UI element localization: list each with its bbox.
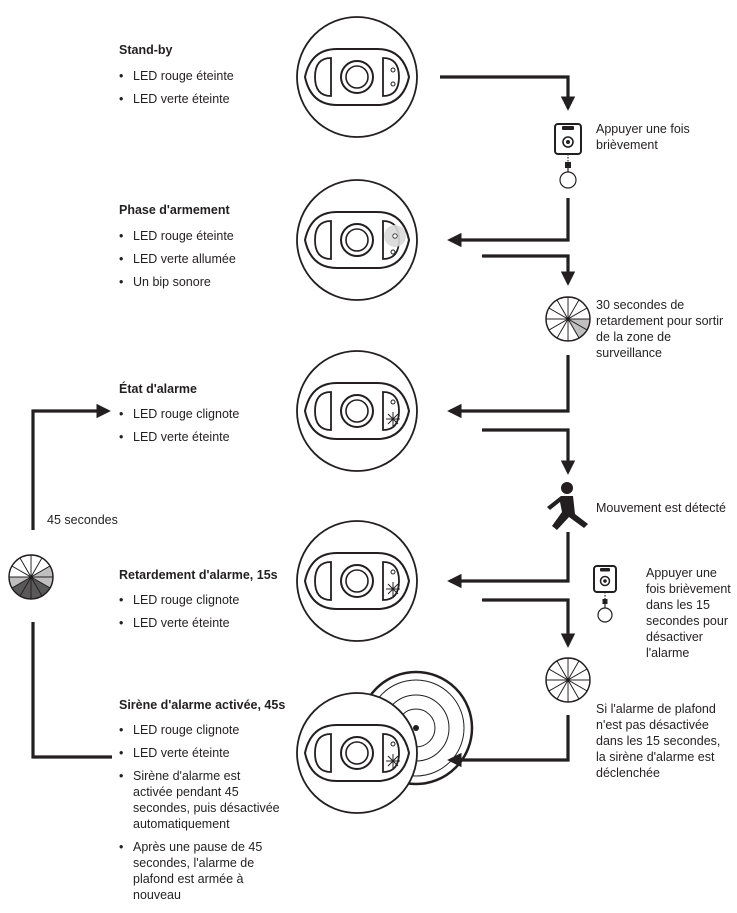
arrow-timer-to-alarm-state <box>447 355 570 419</box>
note-delay-30: 30 secondes de retardement pour sortir d… <box>596 298 724 360</box>
state-bullets-arming: LED rouge éteinte LED verte allumée Un b… <box>119 228 236 297</box>
state-title-siren: Sirène d'alarme activée, 45s <box>119 698 286 712</box>
remote-key-fob-icon <box>554 123 582 189</box>
arrow-timer15-to-siren <box>447 715 570 768</box>
state-bullets-alarm: LED rouge clignote LED verte éteinte <box>119 406 239 452</box>
state-title-delay: Retardement d'alarme, 15s <box>119 568 278 582</box>
device-siren-icon <box>296 692 418 814</box>
state-title-alarm: État d'alarme <box>119 382 198 396</box>
bullet-item: Un bip sonore <box>119 274 236 290</box>
device-delay-icon <box>296 520 418 642</box>
arrow-arming-to-timer <box>482 254 576 286</box>
bullet-item: Après une pause de 45 secondes, l'alarme… <box>119 839 283 903</box>
timer-pie-icon-45s <box>8 554 54 600</box>
note-not-disabled: Si l'alarme de plafond n'est pas désacti… <box>596 702 721 780</box>
note-movement: Mouvement est détecté <box>596 501 726 515</box>
bullet-item: LED verte éteinte <box>119 91 234 107</box>
timer-pie-icon-15s <box>545 657 591 703</box>
arrow-movement-to-delay <box>447 532 570 589</box>
state-bullets-standby: LED rouge éteinte LED verte éteinte <box>119 68 234 114</box>
timer-outline <box>545 296 591 342</box>
arrow-standby-to-remote <box>440 75 576 111</box>
bullet-item: LED rouge éteinte <box>119 228 236 244</box>
bullet-item: LED verte éteinte <box>119 429 239 445</box>
bullet-item: LED verte allumée <box>119 251 236 267</box>
loop-line-bottom <box>31 622 112 759</box>
loop-label-45: 45 secondes <box>47 513 118 527</box>
state-title-standby: Stand-by <box>119 43 173 57</box>
arrow-remote-to-arming <box>447 198 570 248</box>
bullet-item: LED rouge clignote <box>119 722 283 738</box>
walking-person-icon <box>547 482 588 530</box>
device-alarm-state-icon <box>296 350 418 472</box>
timer-outline <box>545 657 591 703</box>
device-standby-icon <box>296 16 418 138</box>
bullet-item: LED rouge clignote <box>119 406 239 422</box>
bullet-item: Sirène d'alarme est activée pendant 45 s… <box>119 768 283 832</box>
bullet-item: LED rouge clignote <box>119 592 239 608</box>
arrow-alarm-to-movement <box>482 428 576 475</box>
timer-outline <box>8 554 54 600</box>
note-press-15: Appuyer une fois brièvement dans les 15 … <box>646 566 731 660</box>
state-bullets-delay: LED rouge clignote LED verte éteinte <box>119 592 239 638</box>
bullet-item: LED rouge éteinte <box>119 68 234 84</box>
arrow-delay-to-timer15 <box>482 598 576 648</box>
state-title-arming: Phase d'armement <box>119 203 230 217</box>
bullet-item: LED verte éteinte <box>119 745 283 761</box>
device-arming-icon <box>296 179 418 301</box>
bullet-item: LED verte éteinte <box>119 615 239 631</box>
remote-key-fob-icon-2 <box>593 565 617 623</box>
note-press-once: Appuyer une fois brièvement <box>596 122 690 152</box>
state-bullets-siren: LED rouge clignote LED verte éteinte Sir… <box>119 722 283 910</box>
timer-pie-icon-30s <box>545 296 591 342</box>
loop-line-top <box>31 403 111 530</box>
